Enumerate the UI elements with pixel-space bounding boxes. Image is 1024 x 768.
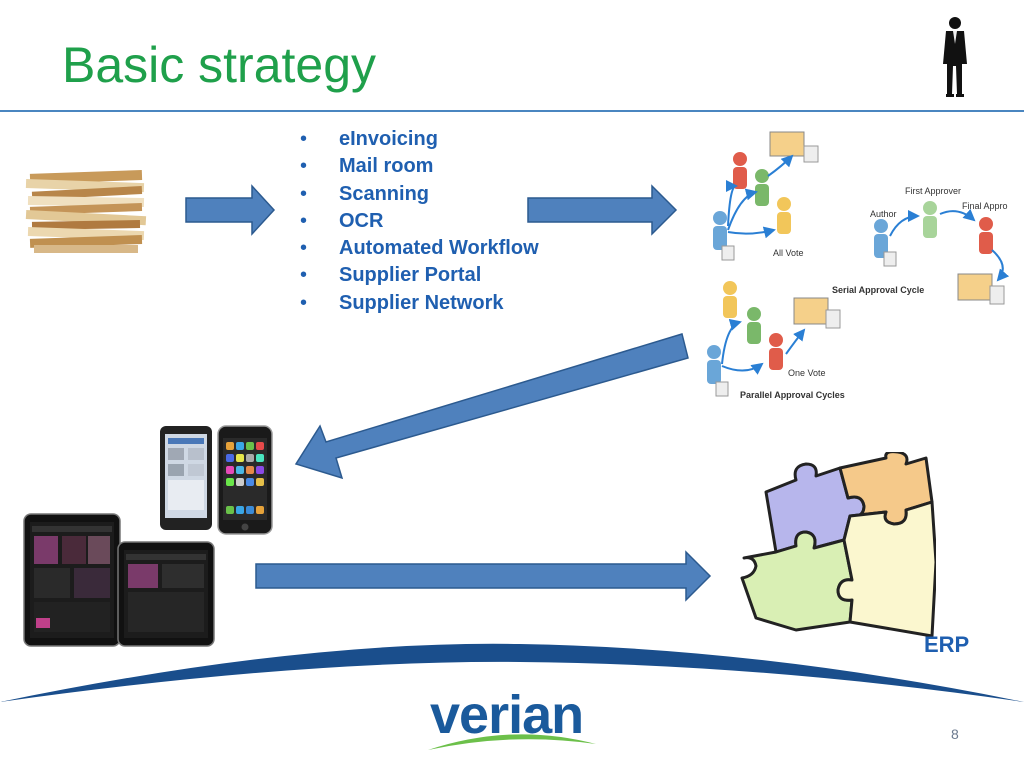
arrow-right-3 [255, 550, 712, 602]
erp-label: ERP [924, 632, 970, 657]
businessman-silhouette-icon [943, 17, 967, 97]
bullet-text: Supplier Network [339, 291, 504, 314]
bullet-item: •Automated Workflow [300, 237, 539, 260]
bullet-text: Automated Workflow [339, 237, 539, 260]
bullet-item: •OCR [300, 209, 384, 232]
bullet-text: Mail room [339, 155, 434, 178]
title-divider [0, 110, 1024, 112]
all-vote-group: All Vote [713, 131, 819, 261]
arrow-right-1 [185, 184, 276, 236]
bullet-item: •Supplier Portal [300, 264, 482, 287]
bullet-text: Scanning [339, 182, 430, 205]
bullet-item: •Supplier Network [300, 291, 504, 314]
footer-wave [0, 643, 1024, 702]
first-approver-label: First Approver [905, 186, 961, 196]
parallel-approval-cycles-label: Parallel Approval Cycles [740, 390, 845, 400]
bullet-text: OCR [339, 209, 384, 232]
one-vote-label: One Vote [788, 368, 826, 378]
page-number: 8 [951, 726, 959, 742]
strategy-bullet-list: •eInvoicing •Mail room •Scanning •OCR •A… [300, 126, 539, 317]
final-approver-label: Final Appro [962, 201, 1008, 211]
arrow-right-2 [527, 184, 678, 236]
bullet-item: •Mail room [300, 155, 434, 178]
all-vote-label: All Vote [773, 248, 804, 258]
serial-approval-group: First Approver Author Final Appro Serial… [832, 186, 1010, 305]
paper-stack-icon [25, 169, 147, 253]
slide-title: Basic strategy [62, 37, 377, 93]
parallel-approval-group: One Vote Parallel Approval Cycles [707, 281, 845, 400]
logo-swoosh [428, 734, 596, 750]
bullet-text: eInvoicing [339, 128, 438, 150]
mobile-devices-icon [23, 425, 273, 647]
serial-approval-cycle-label: Serial Approval Cycle [832, 285, 924, 295]
bullet-text: Supplier Portal [339, 264, 482, 287]
approval-workflow-diagram: All Vote First Approver Author Final App… [707, 131, 1010, 400]
puzzle-pieces-icon [740, 452, 936, 638]
bullet-item: •Scanning [300, 182, 430, 205]
verian-logo: verian [430, 685, 584, 745]
author-label: Author [870, 209, 897, 219]
bullet-item: •eInvoicing [300, 128, 438, 150]
arrow-diagonal-down-left [294, 333, 689, 480]
